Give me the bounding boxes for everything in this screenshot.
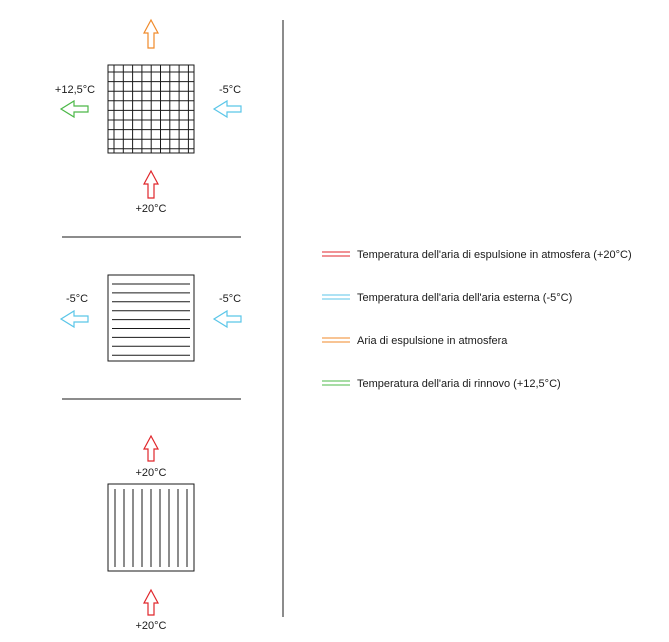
legend-item-cyan: Temperatura dell'aria dell'aria esterna … [322, 292, 572, 304]
panel-middle: -5°C -5°C [59, 274, 242, 362]
return-air-up-arrow-icon [142, 169, 160, 199]
mid-left-arrow-icon [59, 309, 89, 329]
bottom-lower-up-arrow-icon [142, 588, 160, 616]
top-right-temp-label: -5°C [219, 84, 241, 96]
outdoor-air-left-arrow-icon [212, 99, 242, 119]
legend-item-orange: Aria di espulsione in atmosfera [322, 335, 508, 347]
bottom-upper-temp-label: +20°C [135, 467, 166, 479]
horizontal-plate-lines [112, 283, 190, 356]
mid-right-temp-label: -5°C [219, 293, 241, 305]
panel-bottom: +20°C +20°C [107, 434, 195, 632]
bottom-lower-temp-label: +20°C [135, 620, 166, 632]
top-bottom-temp-label: +20°C [135, 203, 166, 215]
fresh-air-left-arrow-icon [59, 99, 89, 119]
legend-label-orange: Aria di espulsione in atmosfera [357, 335, 508, 347]
top-left-temp-label: +12,5°C [55, 84, 95, 96]
mid-right-arrow-icon [212, 309, 242, 329]
mid-left-temp-label: -5°C [66, 293, 88, 305]
crossflow-grid-lines [108, 65, 194, 153]
legend-label-red: Temperatura dell'aria di espulsione in a… [357, 249, 632, 261]
vertical-plate-lines [114, 489, 188, 567]
panel-top: +12,5°C -5°C +20°C [55, 18, 242, 215]
horizontal-plates-box [107, 274, 195, 362]
legend-label-cyan: Temperatura dell'aria dell'aria esterna … [357, 292, 572, 304]
legend: Temperatura dell'aria di espulsione in a… [322, 249, 632, 390]
legend-item-green: Temperatura dell'aria di rinnovo (+12,5°… [322, 378, 561, 390]
exhaust-up-arrow-icon [142, 18, 160, 49]
legend-label-green: Temperatura dell'aria di rinnovo (+12,5°… [357, 378, 561, 390]
bottom-upper-up-arrow-icon [142, 434, 160, 462]
legend-item-red: Temperatura dell'aria di espulsione in a… [322, 249, 632, 261]
